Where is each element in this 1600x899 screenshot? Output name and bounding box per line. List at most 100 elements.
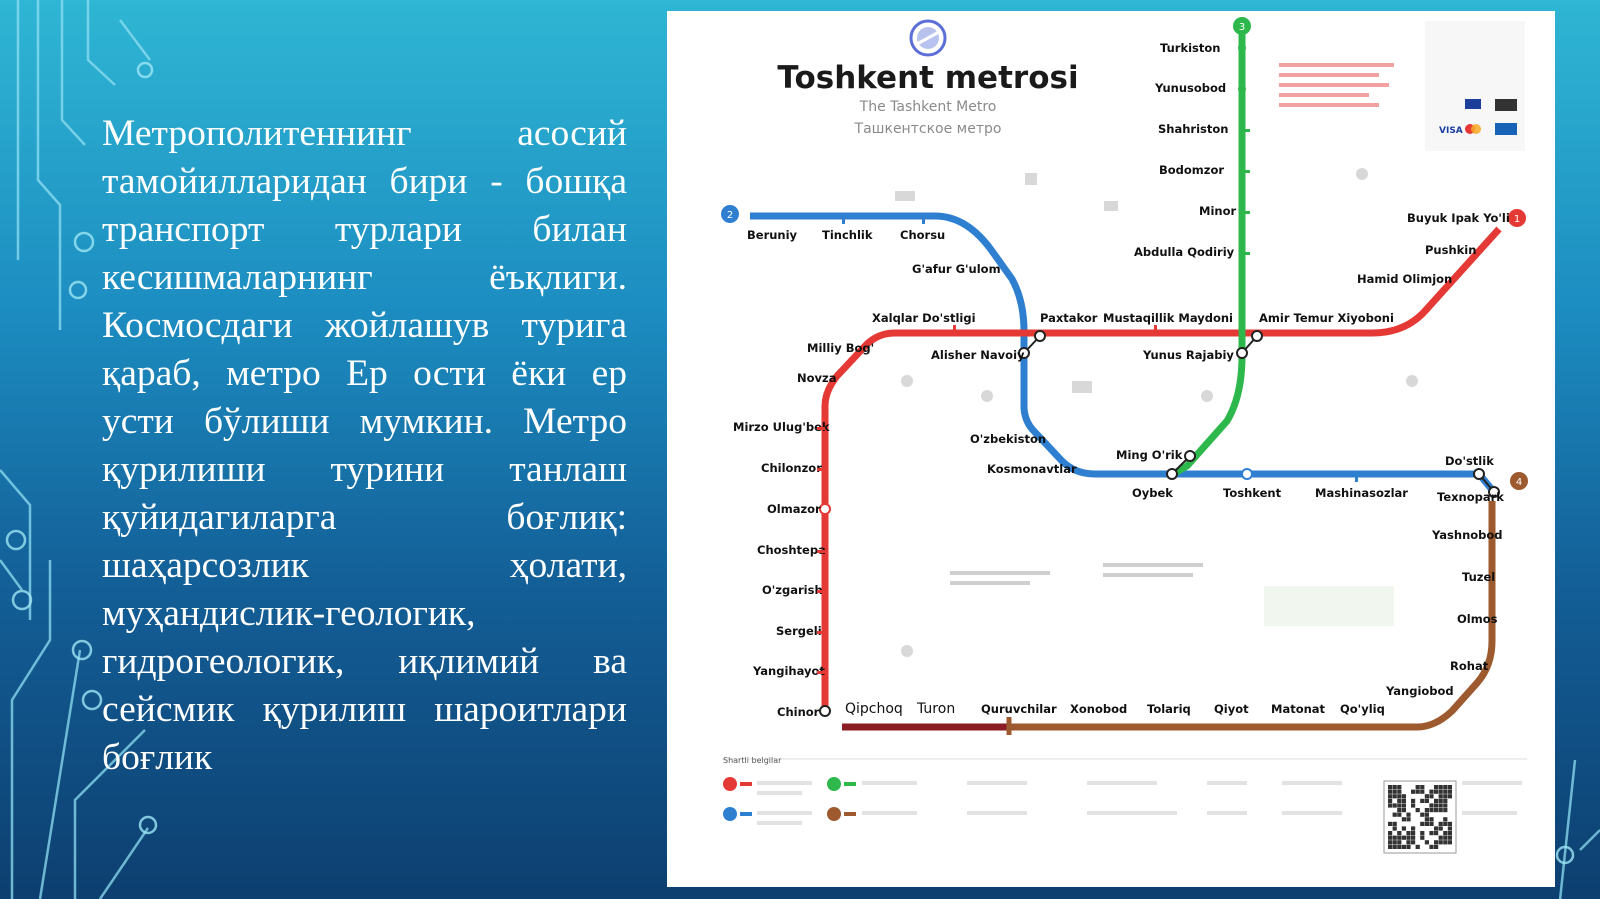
- station-tick: [817, 427, 825, 430]
- station-mirzo-ulugbek: Mirzo Ulug'bek: [733, 420, 830, 434]
- qr-cell: [1401, 798, 1406, 803]
- station-dostlik: Do'stlik: [1445, 454, 1494, 468]
- station-chinor: Chinor: [777, 705, 820, 719]
- qr-cell: [1401, 835, 1406, 840]
- line-3-number: 3: [1239, 22, 1245, 33]
- station-qoyliq: Qo'yliq: [1340, 702, 1385, 716]
- station-tick: [817, 590, 825, 593]
- station-yangiobod: Yangiobod: [1385, 684, 1454, 698]
- qr-cell: [1406, 844, 1411, 849]
- qr-cell: [1438, 794, 1443, 799]
- qr-cell: [1434, 785, 1439, 790]
- station-tick: [1242, 211, 1250, 214]
- line-3-badge: 3: [1233, 17, 1251, 35]
- qr-cell: [1424, 798, 1429, 803]
- qr-cell: [1388, 789, 1393, 794]
- qr-cell: [1397, 840, 1402, 845]
- qr-cell: [1415, 789, 1420, 794]
- qr-cell: [1447, 826, 1452, 831]
- qr-cell: [1443, 798, 1448, 803]
- qr-cell: [1443, 785, 1448, 790]
- station-tuzel: Tuzel: [1462, 570, 1495, 584]
- station-milliy-bog: Milliy Bog': [807, 341, 874, 355]
- qr-cell: [1411, 789, 1416, 794]
- station-qipchoq: Qipchoq: [845, 701, 903, 717]
- landmark-icon: [981, 390, 993, 402]
- station-xalqlar-dostligi: Xalqlar Do'stligi: [872, 311, 976, 325]
- qr-cell: [1388, 835, 1393, 840]
- card-logo: [1495, 123, 1517, 135]
- qr-cell: [1438, 803, 1443, 808]
- station-minor: Minor: [1199, 204, 1236, 218]
- station-matonat: Matonat: [1271, 702, 1326, 716]
- station-mustaqillik: Mustaqillik Maydoni: [1103, 311, 1233, 325]
- line-2-badge: 2: [721, 205, 739, 223]
- qr-cell: [1438, 840, 1443, 845]
- station-tick: [1242, 170, 1250, 173]
- qr-cell: [1411, 840, 1416, 845]
- qr-cell: [1388, 840, 1393, 845]
- qr-cell: [1420, 831, 1425, 836]
- legend-lines: [723, 777, 856, 821]
- station-tinchlik: Tinchlik: [822, 228, 873, 242]
- station-chilonzor: Chilonzor: [761, 461, 822, 475]
- qr-cell: [1447, 840, 1452, 845]
- qr-cell: [1438, 808, 1443, 813]
- station-tolariq: Tolariq: [1147, 702, 1191, 716]
- qr-cell: [1429, 808, 1434, 813]
- landmark-icon: [1201, 390, 1213, 402]
- qr-cell: [1434, 798, 1439, 803]
- transfer-node: [819, 705, 831, 717]
- station-beruniy: Beruniy: [747, 228, 798, 242]
- transfer-node: [1018, 347, 1030, 359]
- station-gafur-gulom: G'afur G'ulom: [912, 262, 1001, 276]
- toshkent-station-marker: [1241, 468, 1253, 480]
- payment-panel: VISA: [1425, 21, 1525, 151]
- qr-cell: [1401, 803, 1406, 808]
- qr-cell: [1429, 794, 1434, 799]
- station-mashinasozlar: Mashinasozlar: [1315, 486, 1408, 500]
- station-choshtepa: Choshtepa: [757, 543, 826, 557]
- transfer-node: [1236, 347, 1248, 359]
- line-1-number: 1: [1514, 214, 1520, 225]
- qr-cell: [1420, 798, 1425, 803]
- qr-cell: [1388, 785, 1393, 790]
- station-quruvchilar: Quruvchilar: [981, 702, 1057, 716]
- qr-cell: [1429, 831, 1434, 836]
- qr-cell: [1447, 821, 1452, 826]
- qr-cell: [1429, 803, 1434, 808]
- station-tick: [1242, 129, 1250, 132]
- qr-cell: [1411, 831, 1416, 836]
- qr-cell: [1420, 821, 1425, 826]
- station-olmazor: Olmazor: [767, 502, 821, 516]
- station-tick: [1242, 252, 1250, 255]
- station-yangihayot: Yangihayot: [752, 664, 825, 678]
- qr-cell: [1443, 831, 1448, 836]
- qr-cell: [1411, 835, 1416, 840]
- map-subtitle-ru: Ташкентское метро: [854, 121, 1002, 137]
- station-tick: [817, 468, 825, 471]
- qr-cell: [1388, 803, 1393, 808]
- legend-line-1-badge: [723, 777, 737, 791]
- qr-cell: [1397, 798, 1402, 803]
- qr-cell: [1392, 826, 1397, 831]
- metro-map: Toshkent metrosi The Tashkent Metro Ташк…: [721, 17, 1528, 854]
- legend-line-2-badge: [723, 807, 737, 821]
- station-alisher-navoiy: Alisher Navoiy: [931, 348, 1025, 362]
- station-turon: Turon: [916, 701, 955, 717]
- station-bodomzor: Bodomzor: [1159, 163, 1224, 177]
- metro-map-panel: Toshkent metrosi The Tashkent Metro Ташк…: [667, 11, 1555, 887]
- station-ozgarish: O'zgarish: [762, 583, 823, 597]
- qr-cell: [1392, 803, 1397, 808]
- qr-cell: [1415, 785, 1420, 790]
- legend-title: Shartli belgilar: [723, 756, 782, 765]
- qr-cell: [1401, 844, 1406, 849]
- qr-cell: [1388, 798, 1393, 803]
- qr-cell: [1447, 831, 1452, 836]
- map-title: Toshkent metrosi: [777, 60, 1078, 96]
- qr-cell: [1438, 785, 1443, 790]
- station-amir-temur: Amir Temur Xiyoboni: [1259, 311, 1394, 325]
- payment-logo: [1495, 99, 1517, 111]
- line-4-number: 4: [1516, 477, 1522, 488]
- station-ming-orik: Ming O'rik: [1116, 448, 1183, 462]
